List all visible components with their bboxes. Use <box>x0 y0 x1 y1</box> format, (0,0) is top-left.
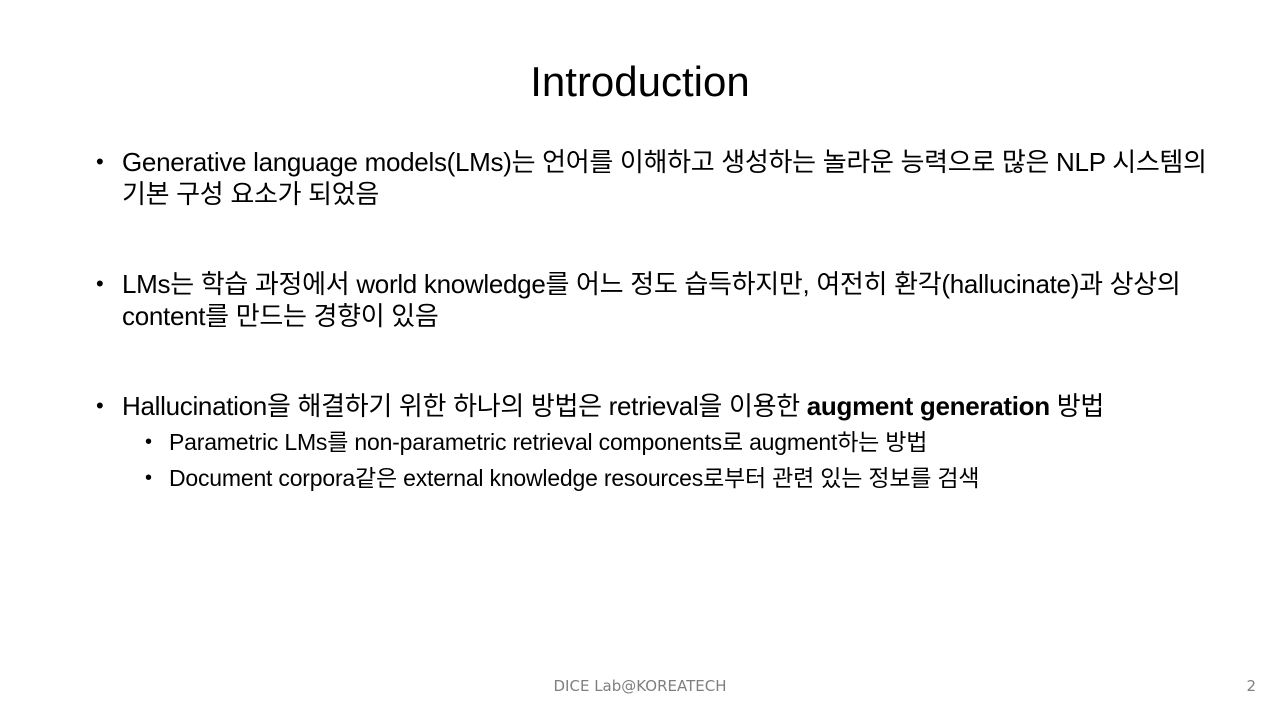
bullet-text: Generative language models(LMs)는 언어를 이해하… <box>122 147 1207 209</box>
bullet-main: • Hallucination을 해결하기 위한 하나의 방법은 retriev… <box>96 390 1206 422</box>
bullet-text-before: Hallucination을 해결하기 위한 하나의 방법은 retrieval… <box>122 391 807 421</box>
sub-bullet-text: Parametric LMs를 non-parametric retrieval… <box>169 429 928 455</box>
bullet-dot: • <box>96 393 104 418</box>
sub-bullet-text: Document corpora같은 external knowledge re… <box>169 465 980 491</box>
bullet-dot: • <box>96 149 104 174</box>
bullet-text-after: 방법 <box>1049 391 1105 421</box>
bullet-item-1: • Generative language models(LMs)는 언어를 이… <box>96 146 1232 210</box>
page-number: 2 <box>1246 677 1256 695</box>
sub-bullet-item: • Document corpora같은 external knowledge … <box>145 460 1206 496</box>
bullet-item-2: • LMs는 학습 과정에서 world knowledge를 어느 정도 습득… <box>96 268 1232 332</box>
footer-text: DICE Lab@KOREATECH <box>553 677 727 695</box>
page-title: Introduction <box>530 58 750 105</box>
sub-bullet-item: • Parametric LMs를 non-parametric retriev… <box>145 424 1206 460</box>
bullet-item-3: • Hallucination을 해결하기 위한 하나의 방법은 retriev… <box>96 390 1206 496</box>
sub-bullet-dot: • <box>145 431 152 453</box>
bullet-text: LMs는 학습 과정에서 world knowledge를 어느 정도 습득하지… <box>122 269 1181 331</box>
sub-bullet-dot: • <box>145 467 152 489</box>
bullet-dot: • <box>96 271 104 296</box>
bullet-text-bold: augment generation <box>806 391 1050 421</box>
sub-bullet-list: • Parametric LMs를 non-parametric retriev… <box>96 424 1206 496</box>
